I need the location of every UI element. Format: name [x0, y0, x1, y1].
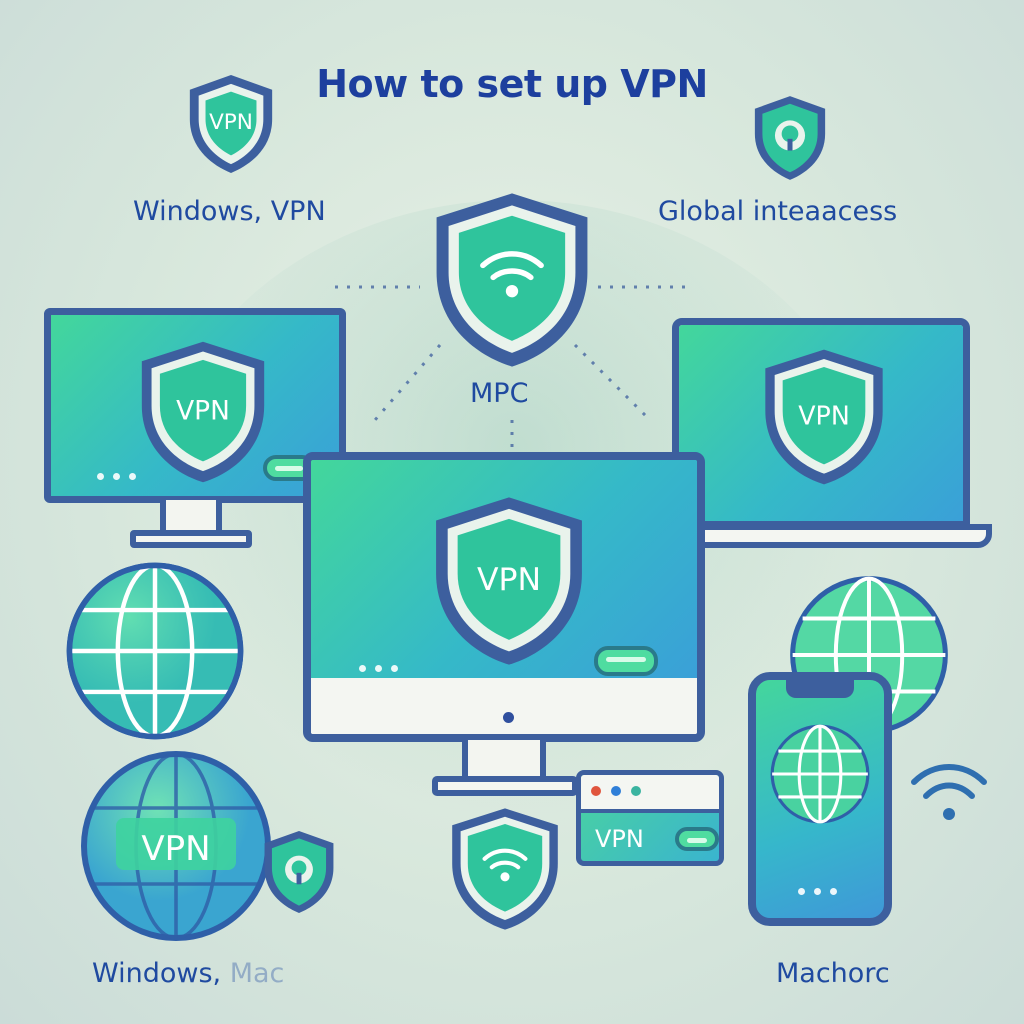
status-dots: [798, 880, 846, 899]
monitor-base: [130, 530, 252, 548]
wifi-shield-icon: [436, 193, 588, 367]
vpn-toggle[interactable]: [675, 827, 719, 851]
lock-shield-icon: [264, 831, 334, 913]
browser-title-bar: [581, 775, 719, 813]
label-machorc: Machorc: [776, 958, 890, 989]
wifi-icon: [911, 764, 987, 820]
wifi-shield-icon: [452, 808, 558, 930]
status-dots: [97, 465, 145, 484]
svg-text:VPN: VPN: [477, 562, 541, 598]
power-dot: [503, 712, 514, 723]
left-monitor: VPN: [44, 308, 346, 503]
globe-icon: [66, 562, 244, 740]
label-windows-mac: Windows, Mac: [92, 958, 284, 989]
svg-text:VPN: VPN: [798, 400, 850, 430]
label-windows-vpn: Windows, VPN: [133, 196, 326, 227]
shield-icon: VPN: [765, 349, 883, 485]
browser-window: VPN: [576, 770, 724, 866]
minimize-dot[interactable]: [611, 786, 621, 796]
page-title: How to set up VPN: [316, 62, 708, 106]
laptop: VPN: [672, 318, 970, 528]
globe-icon: [770, 724, 870, 824]
status-dots: [359, 657, 407, 676]
browser-vpn-label: VPN: [595, 825, 644, 853]
lock-shield-icon: [754, 96, 826, 180]
label-windows: Windows,: [92, 958, 222, 989]
shield-icon: VPN: [189, 75, 273, 173]
shield-text-small: VPN: [209, 110, 253, 135]
close-dot[interactable]: [591, 786, 601, 796]
phone-notch: [786, 680, 854, 698]
label-global-access: Global inteaacess: [658, 196, 898, 227]
monitor-base: [432, 776, 578, 796]
shield-icon: VPN: [141, 341, 265, 483]
center-monitor: VPN: [303, 452, 705, 742]
globe-icon: VPN: [81, 751, 271, 941]
label-mpc: MPC: [470, 378, 529, 409]
svg-text:VPN: VPN: [141, 829, 210, 869]
vpn-toggle[interactable]: [594, 646, 658, 676]
shield-icon: VPN: [436, 497, 582, 665]
svg-text:VPN: VPN: [176, 396, 230, 427]
label-mac-faded: Mac: [229, 958, 285, 989]
maximize-dot[interactable]: [631, 786, 641, 796]
smartphone: [748, 672, 892, 926]
